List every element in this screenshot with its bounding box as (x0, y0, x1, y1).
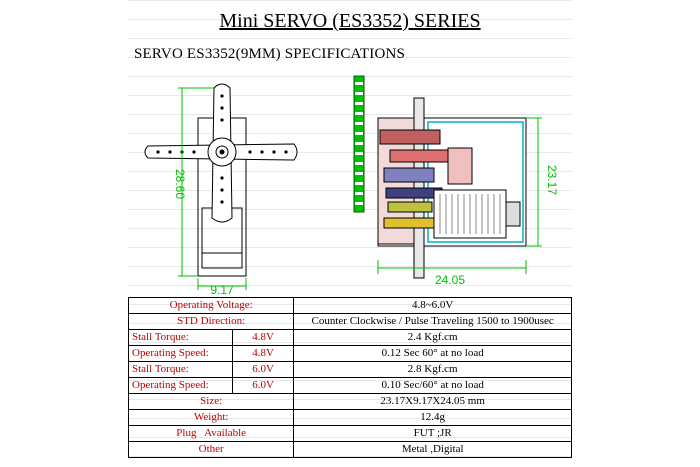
other-label: Other (127, 441, 295, 458)
operating-speed-60-label: Operating Speed: (128, 377, 233, 394)
stall-torque-60-value: 2.8 Kgf.cm (293, 361, 572, 378)
table-row: Operating Speed: 4.8V 0.12 Sec 60° at no… (128, 345, 572, 362)
table-row: Other Metal ,Digital (127, 441, 572, 458)
gear-block (447, 147, 473, 185)
operating-speed-60-volt: 6.0V (231, 377, 295, 394)
gear-5 (387, 201, 433, 213)
title-text: Mini SERVO (ES3352) SERIES (219, 10, 481, 32)
table-row: Operating Speed: 6.0V 0.10 Sec/60° at no… (128, 377, 572, 394)
motor-hatching (439, 194, 501, 234)
operating-speed-48-label: Operating Speed: (128, 345, 233, 362)
stall-torque-48-label: Stall Torque: (128, 329, 233, 346)
size-label: Size: (127, 393, 295, 410)
table-row: Stall Torque: 6.0V 2.8 Kgf.cm (128, 361, 572, 378)
operating-speed-48-volt: 4.8V (231, 345, 295, 362)
servo-drawing: 28.60 9.17 (144, 75, 559, 296)
size-value: 23.17X9.17X24.05 mm (293, 393, 572, 410)
operating-speed-48-value: 0.12 Sec 60° at no load (293, 345, 572, 362)
stall-torque-60-volt: 6.0V (231, 361, 295, 378)
table-row: Size: 23.17X9.17X24.05 mm (127, 393, 572, 410)
servo-front-view (144, 83, 298, 290)
gear-6 (383, 217, 439, 229)
weight-label: Weight: (127, 409, 295, 426)
table-row: Operating Voltage: 4.8~6.0V (127, 297, 572, 314)
std-direction-value: Counter Clockwise / Pulse Traveling 1500… (293, 313, 572, 330)
horn-holes (156, 94, 288, 204)
dimension-width-label: 9.17 (210, 283, 234, 296)
front-dimension-lines (178, 87, 247, 290)
operating-voltage-value: 4.8~6.0V (293, 297, 572, 314)
table-row: Weight: 12.4g (127, 409, 572, 426)
gear-2 (389, 149, 449, 163)
table-row: STD Direction: Counter Clockwise / Pulse… (127, 313, 572, 330)
table-row: Plug Available FUT ;JR (127, 425, 572, 442)
stall-torque-60-label: Stall Torque: (128, 361, 233, 378)
other-value: Metal ,Digital (293, 441, 572, 458)
dimension-height-label: 28.60 (173, 169, 187, 199)
operating-speed-60-value: 0.10 Sec/60° at no load (293, 377, 572, 394)
page-title: Mini SERVO (ES3352) SERIES (128, 10, 572, 33)
std-direction-label: STD Direction: (127, 313, 295, 330)
dimension-right-label: 23.17 (545, 165, 559, 195)
plug-value: FUT ;JR (293, 425, 572, 442)
page-subtitle: SERVO ES3352(9MM) SPECIFICATIONS (134, 46, 406, 62)
plug-label: Plug Available (127, 425, 295, 442)
table-row: Stall Torque: 4.8V 2.4 Kgf.cm (128, 329, 572, 346)
servo-side-view (353, 75, 542, 279)
spec-sheet: Mini SERVO (ES3352) SERIES SERVO ES3352(… (127, 0, 572, 467)
dimension-bottom-label: 24.05 (435, 273, 465, 287)
stall-torque-48-value: 2.4 Kgf.cm (293, 329, 572, 346)
operating-voltage-label: Operating Voltage: (127, 297, 295, 314)
gear-3 (383, 167, 435, 183)
spec-table: Operating Voltage: 4.8~6.0V STD Directio… (127, 297, 572, 458)
motor-end (505, 201, 521, 227)
stall-torque-48-volt: 4.8V (231, 329, 295, 346)
gear-1 (379, 129, 441, 145)
side-dimension-lines (377, 117, 542, 274)
weight-value: 12.4g (293, 409, 572, 426)
